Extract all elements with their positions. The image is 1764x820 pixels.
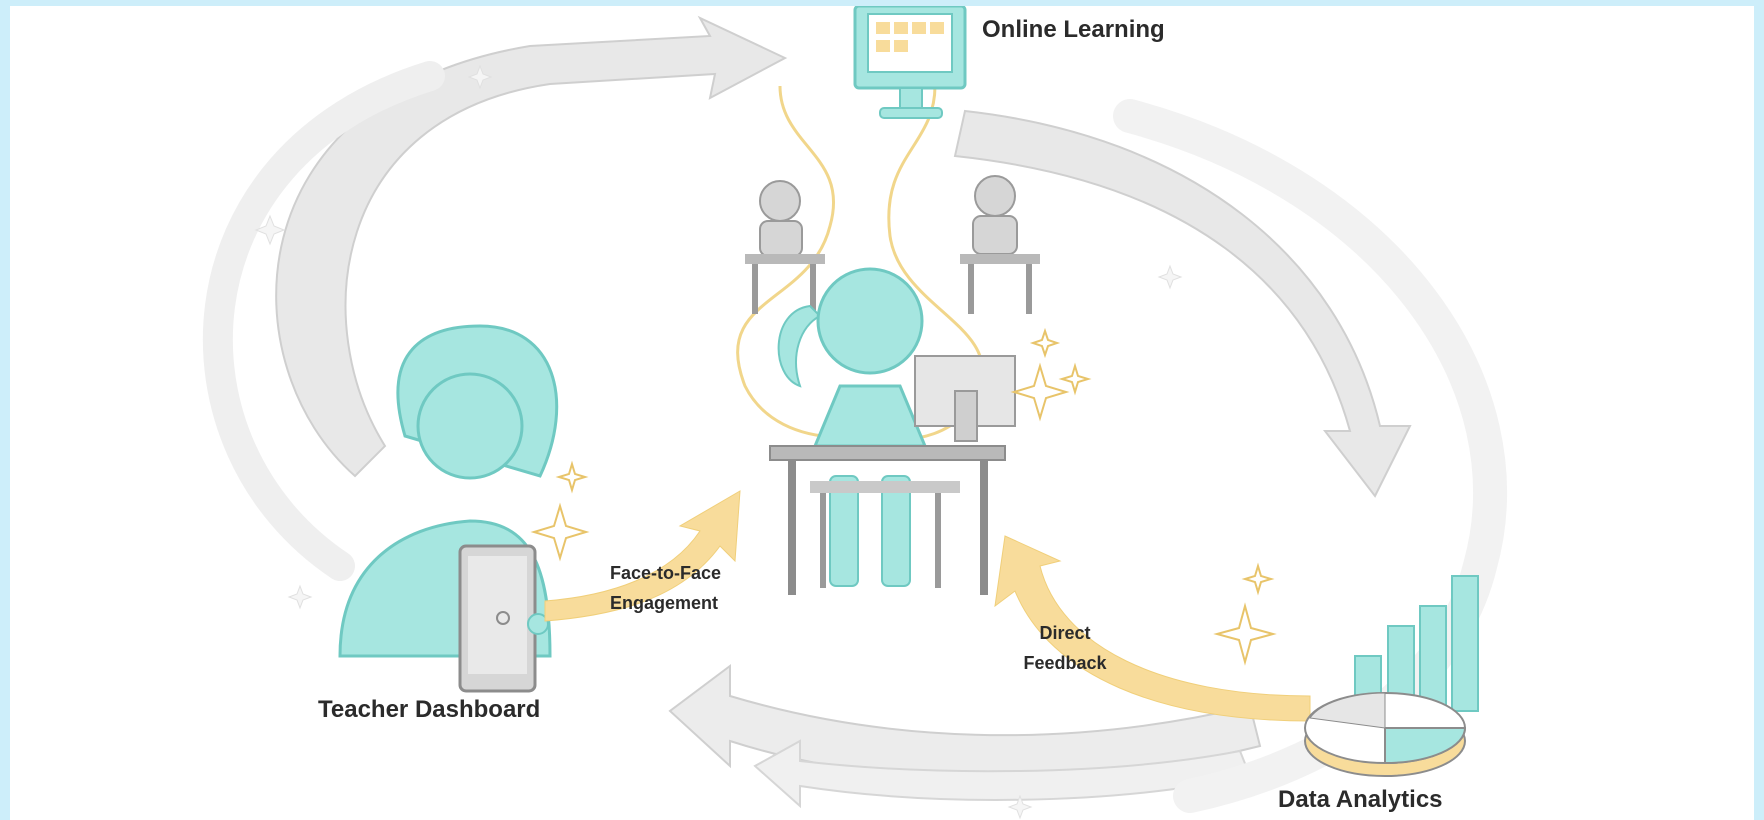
diagram-frame: Online Learning Face-to-Face Engagement …	[10, 6, 1754, 820]
student-icon	[769, 267, 1016, 595]
face-to-face-arrow	[544, 490, 741, 622]
sparkle-field	[254, 64, 1183, 820]
direct-feedback-arrow	[994, 535, 1311, 722]
sparkle-icon	[530, 327, 1277, 666]
direct-feedback-line1: Direct	[1039, 623, 1091, 643]
outer-swirl	[202, 61, 445, 581]
blended-learning-diagram	[202, 6, 1507, 820]
background-student-left	[745, 180, 825, 314]
bar-chart-icon	[1354, 575, 1479, 712]
gray-arrow-bottom-arc-2	[753, 739, 1252, 809]
tablet-icon	[458, 544, 549, 693]
pie-chart-icon	[1304, 692, 1467, 777]
face-to-face-line1: Face-to-Face	[610, 563, 722, 583]
gray-arrow-left-arc	[275, 15, 788, 478]
direct-feedback-label: Direct Feedback	[1010, 618, 1120, 678]
teacher-dashboard-label: Teacher Dashboard	[318, 696, 541, 723]
online-learning-label: Online Learning	[982, 16, 1165, 43]
data-analytics-label: Data Analytics	[1278, 786, 1443, 813]
background-student-right	[960, 175, 1040, 314]
monitor-icon	[853, 6, 967, 119]
direct-feedback-line2: Feedback	[1023, 653, 1107, 673]
face-to-face-line2: Engagement	[610, 593, 719, 613]
face-to-face-label: Face-to-Face Engagement	[610, 558, 721, 618]
gray-arrow-right-arc	[953, 109, 1412, 498]
cycle-arrows	[202, 15, 1507, 813]
